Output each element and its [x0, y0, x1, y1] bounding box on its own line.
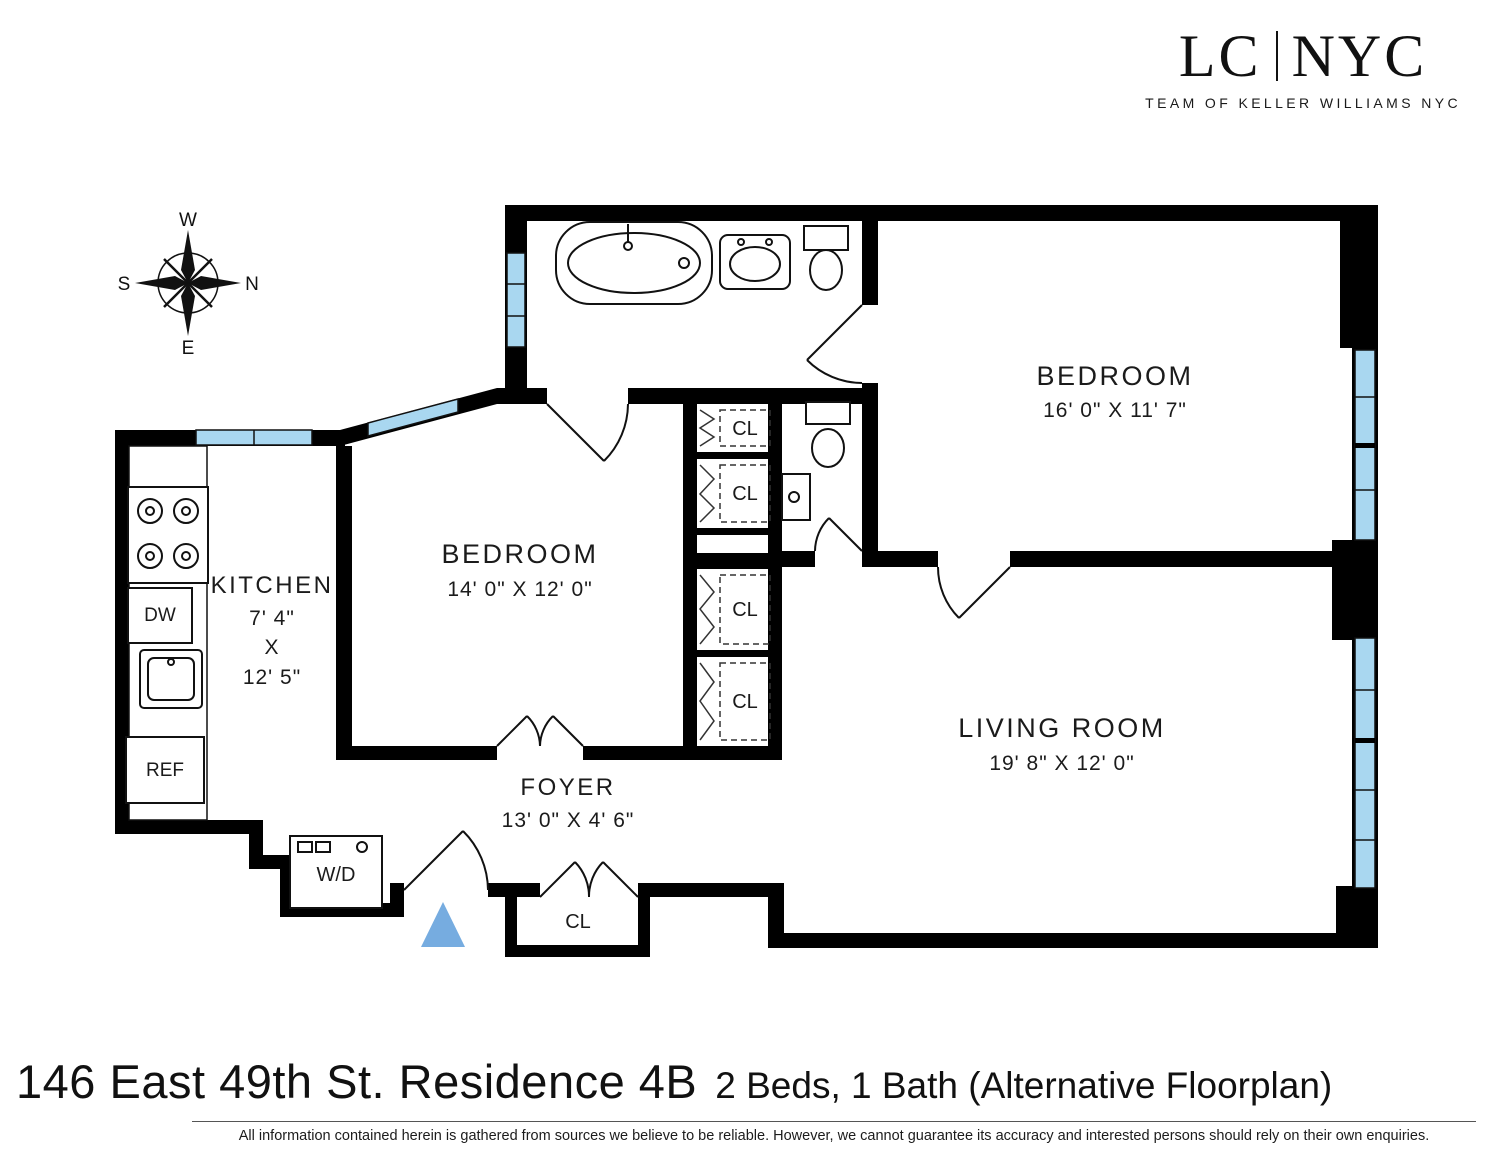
beds-baths-subtitle: 2 Beds, 1 Bath (Alternative Floorplan): [715, 1065, 1333, 1106]
wc-door: [828, 517, 863, 552]
dishwasher-box: [127, 587, 193, 644]
brand-logo: LC NYC TEAM OF KELLER WILLIAMS NYC: [1145, 26, 1461, 111]
closet-label: CL: [565, 911, 591, 933]
bathroom-bedroom2-door: [546, 403, 605, 462]
washer-dryer-label: W/D: [317, 864, 356, 886]
logo-right-text: NYC: [1291, 23, 1428, 89]
closet-label: CL: [732, 691, 758, 713]
stove: [127, 486, 209, 584]
footer-divider: [192, 1121, 1476, 1122]
address-title: 146 East 49th St. Residence 4B: [16, 1055, 698, 1108]
kitchen-dim-width: 7' 4": [249, 607, 295, 630]
dishwasher-label: DW: [144, 605, 176, 626]
bedroom1-dims: 16' 0" X 11' 7": [1043, 399, 1187, 422]
closet-interiors: [698, 409, 771, 741]
bathroom-bedroom1-door: [806, 304, 863, 361]
windows: [195, 252, 1376, 889]
living-room-dims: 19' 8" X 12' 0": [989, 752, 1134, 775]
bedroom2-double-door: [496, 715, 528, 747]
angled-window: [367, 398, 459, 437]
compass-rose: W N S E: [118, 210, 259, 359]
refrigerator-label: REF: [146, 760, 184, 781]
compass-west: W: [179, 210, 197, 231]
kitchen-label: KITCHEN: [211, 572, 334, 599]
disclaimer-text: All information contained herein is gath…: [238, 1128, 1430, 1144]
foyer-closet-doors: [539, 861, 576, 898]
compass-south: S: [118, 274, 131, 295]
closet-label: CL: [732, 418, 758, 440]
brand-logo-row: LC NYC: [1179, 26, 1427, 86]
bedroom2-dims: 14' 0" X 12' 0": [447, 578, 592, 601]
compass-north: N: [245, 274, 259, 295]
closet-label: CL: [732, 483, 758, 505]
wc-toilet: [805, 401, 851, 425]
compass-east: E: [182, 338, 195, 359]
foyer-label: FOYER: [520, 774, 615, 801]
kitchen-dim-depth: 12' 5": [243, 666, 301, 689]
closet-label: CL: [732, 599, 758, 621]
living-room-window: [1354, 637, 1376, 889]
toilet: [803, 225, 849, 251]
refrigerator-box: [125, 736, 205, 804]
living-room-label: LIVING ROOM: [958, 713, 1166, 743]
footer: 146 East 49th St. Residence 4B 2 Beds, 1 …: [16, 1054, 1332, 1109]
entry-door: [403, 830, 464, 891]
bathroom-window: [506, 252, 526, 348]
kitchen-fixtures: [125, 445, 383, 909]
logo-left-text: LC: [1178, 23, 1262, 89]
kitchen-dim-by: X: [264, 636, 279, 659]
foyer-dims: 13' 0" X 4' 6": [502, 809, 635, 832]
room-labels: BEDROOM 16' 0" X 11' 7" BEDROOM 14' 0" X…: [144, 361, 1193, 933]
bedroom1-label: BEDROOM: [1036, 361, 1193, 391]
bedroom2-label: BEDROOM: [441, 539, 598, 569]
bathroom-fixtures: [555, 221, 851, 521]
entry-arrow: [421, 902, 465, 947]
logo-divider-bar: [1275, 31, 1278, 81]
doors: [403, 304, 1011, 898]
bedroom1-living-door: [958, 566, 1011, 619]
logo-tagline: TEAM OF KELLER WILLIAMS NYC: [1145, 95, 1461, 111]
